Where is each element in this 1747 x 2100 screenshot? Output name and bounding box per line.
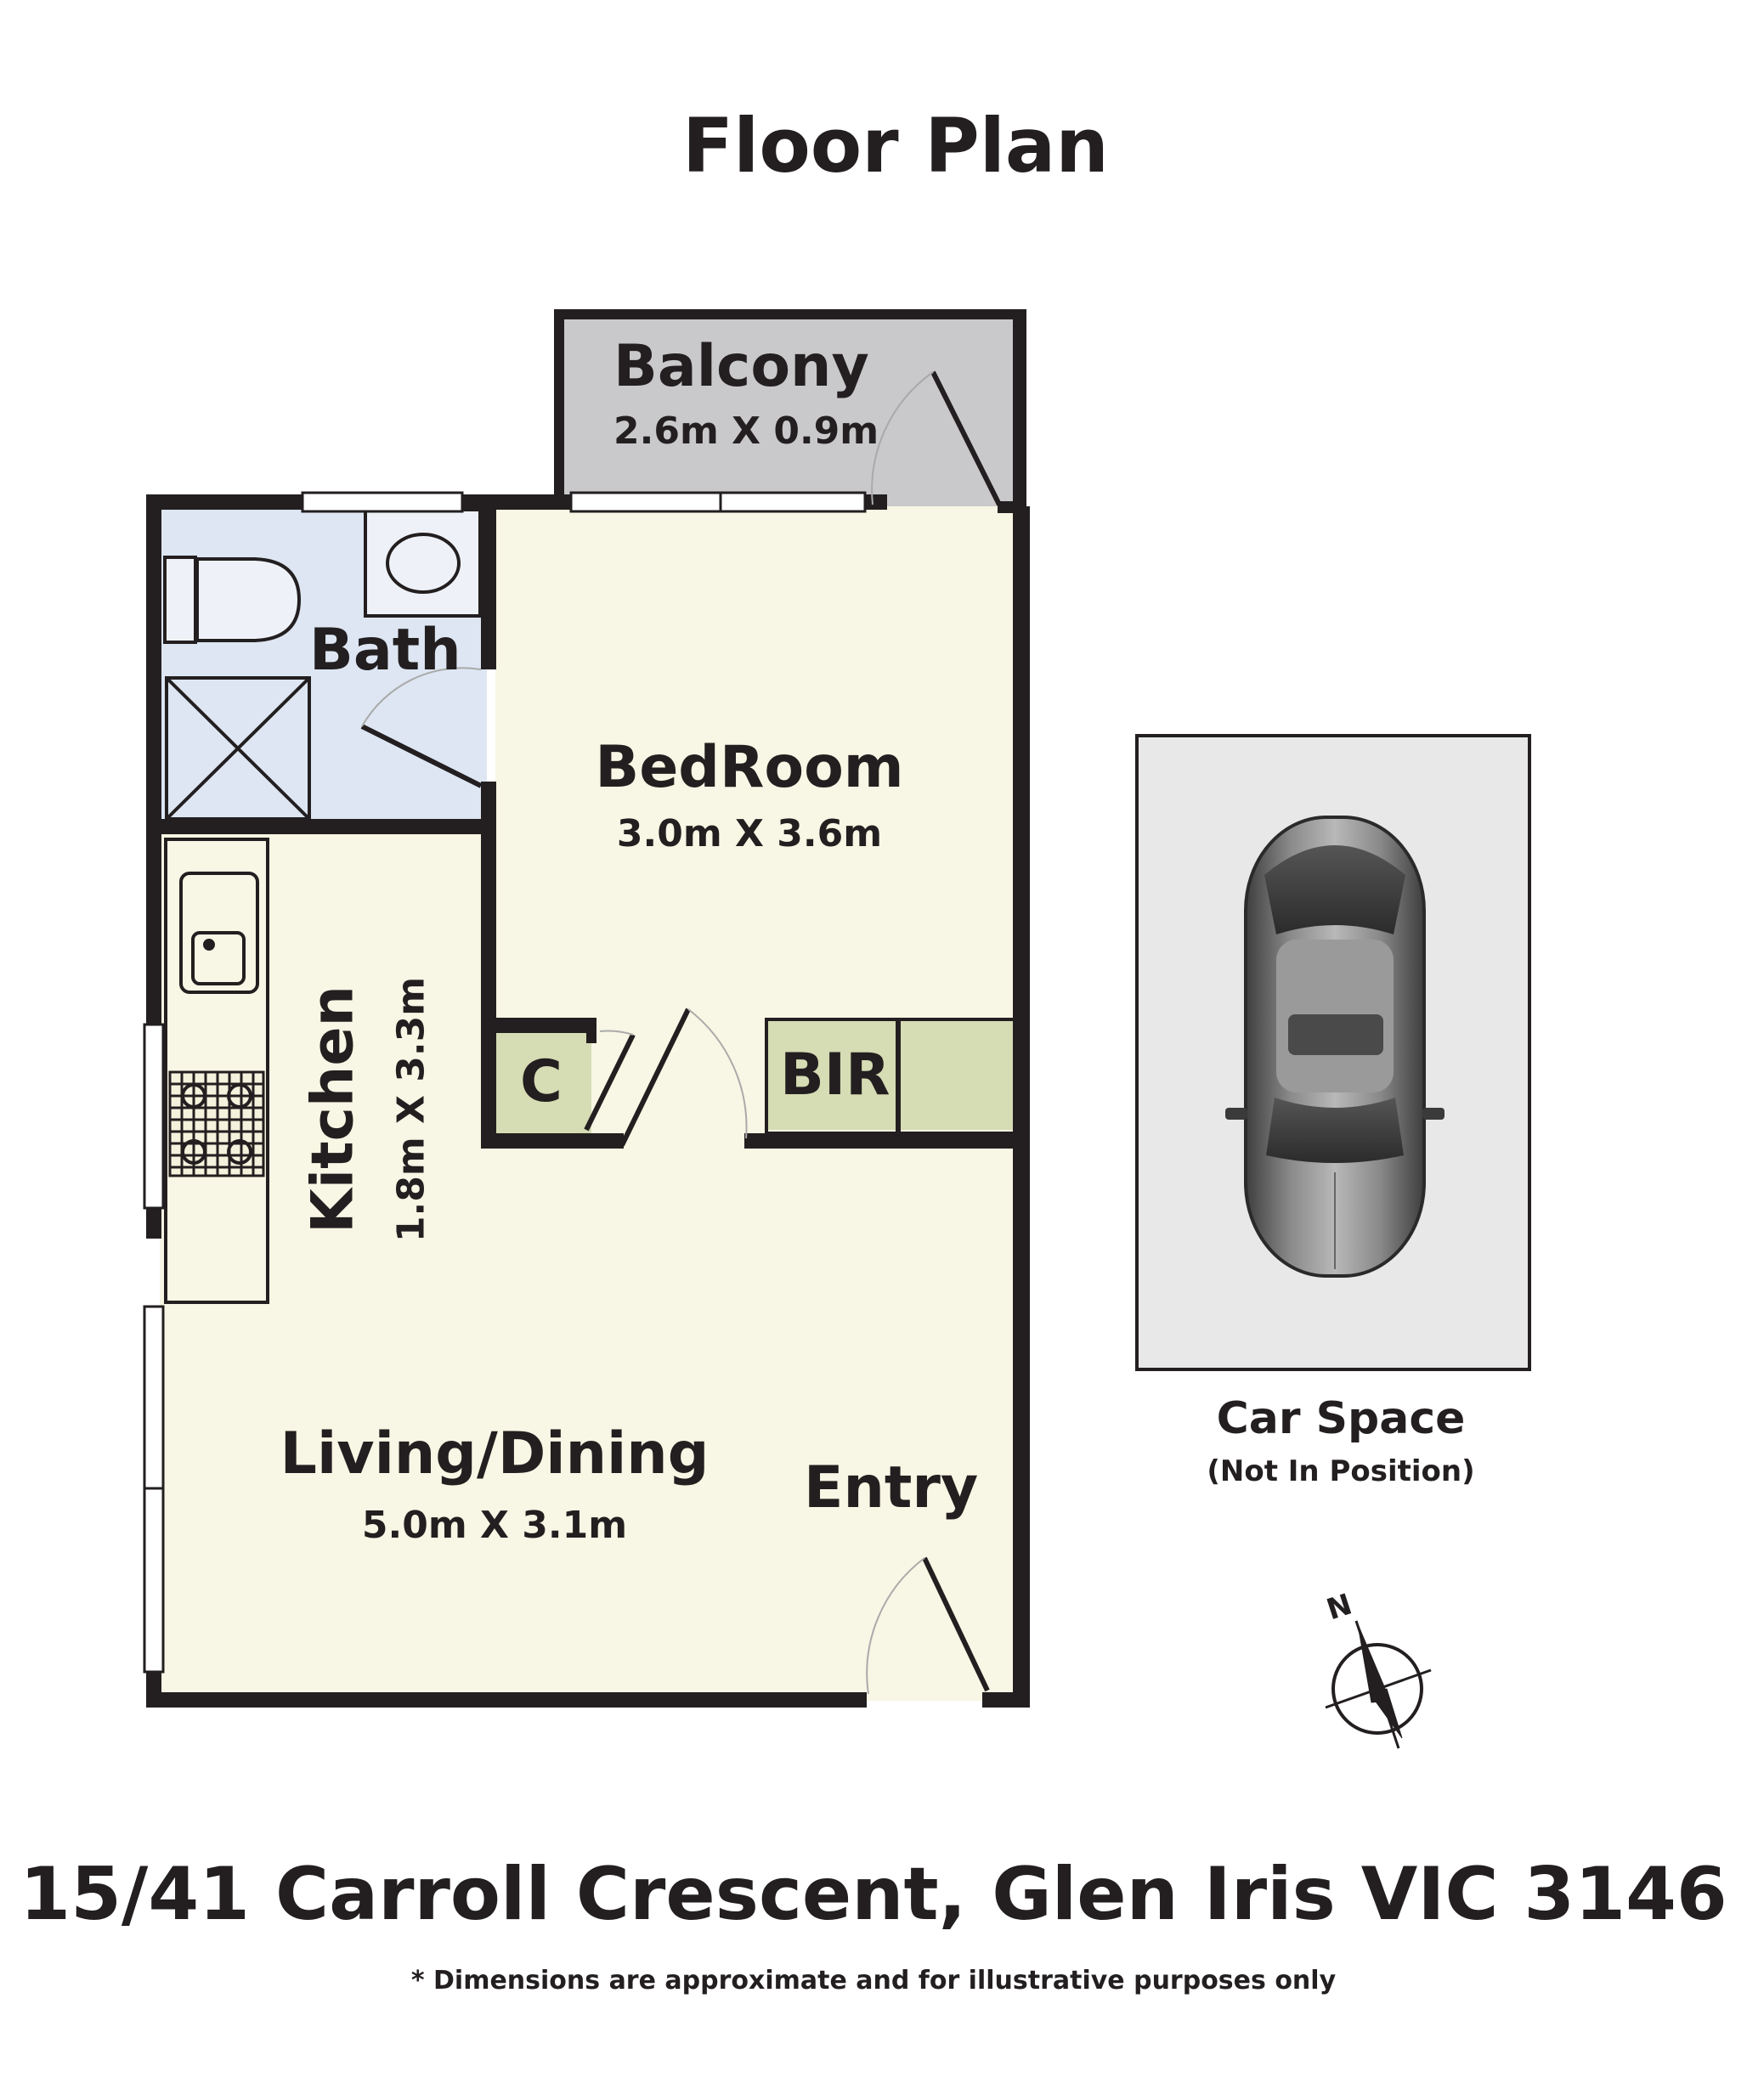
bath-label: Bath (309, 617, 461, 684)
kitchen-dimensions: 1.8m X 3.3m (389, 976, 433, 1243)
entry-label: Entry (804, 1454, 979, 1521)
compass-icon (1325, 1620, 1432, 1749)
property-address: 15/41 Carroll Crescent, Glen Iris VIC 31… (20, 1852, 1727, 1937)
walls (146, 309, 1030, 1708)
doors (360, 370, 1002, 1695)
shower (165, 676, 311, 821)
bedroom-label: BedRoom (595, 734, 904, 801)
page-title: Floor Plan (682, 102, 1109, 189)
bir-label: BIR (780, 1042, 890, 1109)
cooktop (168, 1070, 265, 1177)
living-dining-dimensions: 5.0m X 3.1m (361, 1504, 628, 1547)
disclaimer: * Dimensions are approximate and for ill… (410, 1966, 1337, 1996)
kitchen-label: Kitchen (299, 985, 367, 1233)
car-illustration (1225, 816, 1445, 1278)
balcony-dimensions: 2.6m X 0.9m (613, 409, 879, 453)
bedroom-dimensions: 3.0m X 3.6m (616, 812, 883, 855)
balcony-area (559, 314, 1016, 506)
living-dining-label: Living/Dining (280, 1420, 710, 1488)
living-area (160, 834, 1016, 1701)
closet-area (496, 1030, 591, 1135)
car-space-title: Car Space (1216, 1393, 1466, 1444)
kitchen-bench (164, 838, 269, 1304)
windows (143, 491, 867, 1674)
basin (364, 508, 482, 618)
toilet (163, 556, 302, 644)
closet-label: C (520, 1048, 563, 1115)
bir-area (766, 1019, 1016, 1130)
balcony-label: Balcony (613, 333, 869, 400)
car-space-note: (Not In Position) (1207, 1454, 1475, 1488)
bir-outline (765, 1018, 1016, 1135)
